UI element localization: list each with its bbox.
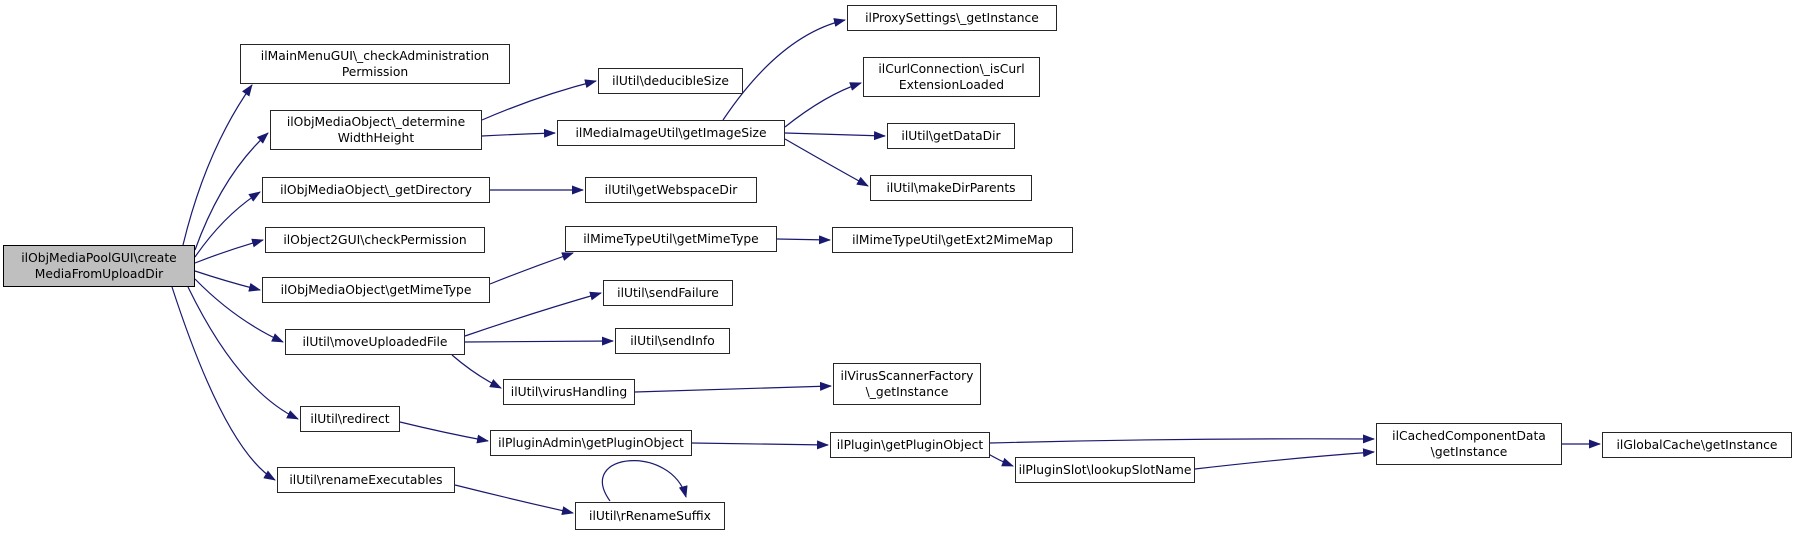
node-label: ilCachedComponentData — [1392, 429, 1546, 443]
node-rename-executables[interactable]: ilUtil\renameExecutables — [277, 467, 455, 493]
edge-get-image-size--is-curl-extension-loaded — [784, 82, 862, 128]
edge-obj-get-mime-type--util-get-mime-type — [489, 252, 574, 285]
node-label: ilMediaImageUtil\getImageSize — [575, 126, 767, 140]
edge-get-image-size--proxy-settings-get-instance — [722, 18, 846, 121]
edge-create-media-from-upload-dir--move-uploaded-file — [194, 278, 284, 343]
node-label: ilGlobalCache\getInstance — [1616, 438, 1778, 452]
edge-move-uploaded-file--send-failure — [464, 291, 602, 337]
node-label: ilObjMediaObject\getMimeType — [280, 283, 472, 297]
node-label: \_getInstance — [865, 385, 949, 399]
edge-create-media-from-upload-dir--determine-width-height — [194, 132, 269, 251]
node-label: ilObjMediaObject\_determine — [286, 115, 466, 129]
edge-lookup-slot-name--cached-component-data-get-instance — [1194, 448, 1375, 470]
node-label: ilPluginAdmin\getPluginObject — [498, 436, 684, 450]
node-deducible-size[interactable]: ilUtil\deducibleSize — [598, 68, 743, 94]
node-global-cache-get-instance[interactable]: ilGlobalCache\getInstance — [1602, 432, 1792, 458]
node-get-image-size[interactable]: ilMediaImageUtil\getImageSize — [557, 120, 785, 146]
node-label: ilMimeTypeUtil\getExt2MimeMap — [852, 233, 1053, 247]
node-label: ilPlugin\getPluginObject — [836, 438, 984, 452]
node-redirect[interactable]: ilUtil\redirect — [300, 406, 400, 432]
node-send-info[interactable]: ilUtil\sendInfo — [615, 328, 730, 354]
node-label: ilObject2GUI\checkPermission — [283, 233, 467, 247]
node-label: ilUtil\getDataDir — [901, 129, 1001, 143]
edge-redirect--plugin-admin-get-plugin-object — [399, 421, 489, 444]
node-label: ilUtil\sendFailure — [617, 286, 719, 300]
node-label: ilObjMediaPoolGUI\create — [21, 251, 177, 265]
node-get-directory[interactable]: ilObjMediaObject\_getDirectory — [262, 177, 490, 203]
node-obj-get-mime-type[interactable]: ilObjMediaObject\getMimeType — [262, 277, 490, 303]
node-get-data-dir[interactable]: ilUtil\getDataDir — [887, 123, 1015, 149]
edge-util-get-mime-type--get-ext2-mime-map — [776, 235, 831, 245]
node-label: ilUtil\deducibleSize — [612, 74, 729, 88]
node-virus-handling[interactable]: ilUtil\virusHandling — [503, 379, 635, 405]
node-label: ilUtil\virusHandling — [510, 385, 628, 399]
node-get-ext2-mime-map[interactable]: ilMimeTypeUtil\getExt2MimeMap — [832, 227, 1073, 253]
edge-move-uploaded-file--virus-handling — [451, 354, 502, 389]
node-virus-scanner-factory-get-instance[interactable]: ilVirusScannerFactory \_getInstance — [833, 363, 981, 405]
edge-get-image-size--make-dir-parents — [784, 138, 869, 187]
edge-create-media-from-upload-dir--obj-get-mime-type — [194, 270, 261, 292]
edge-create-media-from-upload-dir--check-administration-permission — [182, 84, 253, 246]
edge-determine-width-height--deducible-size — [481, 79, 597, 121]
node-label: ilMainMenuGUI\_checkAdministration — [260, 49, 490, 63]
node-label: ilUtil\sendInfo — [630, 334, 715, 348]
edge-plugin-get-plugin-object--cached-component-data-get-instance — [989, 434, 1375, 444]
node-get-webspace-dir[interactable]: ilUtil\getWebspaceDir — [585, 177, 757, 203]
node-label: ilMimeTypeUtil\getMimeType — [583, 232, 759, 246]
edge-plugin-admin-get-plugin-object--plugin-get-plugin-object — [691, 440, 829, 450]
node-label: WidthHeight — [337, 131, 415, 145]
node-label: ExtensionLoaded — [898, 78, 1005, 92]
node-label: ilUtil\renameExecutables — [289, 473, 443, 487]
node-util-get-mime-type[interactable]: ilMimeTypeUtil\getMimeType — [565, 226, 777, 252]
node-make-dir-parents[interactable]: ilUtil\makeDirParents — [870, 175, 1032, 201]
node-label: ilCurlConnection\_isCurl — [878, 62, 1025, 76]
edge-create-media-from-upload-dir--redirect — [187, 286, 299, 420]
node-check-permission[interactable]: ilObject2GUI\checkPermission — [265, 227, 485, 253]
node-label: ilUtil\moveUploadedFile — [302, 335, 448, 349]
node-label: ilUtil\rRenameSuffix — [589, 509, 711, 523]
node-r-rename-suffix[interactable]: ilUtil\rRenameSuffix — [575, 502, 725, 530]
node-plugin-admin-get-plugin-object[interactable]: ilPluginAdmin\getPluginObject — [490, 430, 692, 456]
node-proxy-settings-get-instance[interactable]: ilProxySettings\_getInstance — [847, 5, 1057, 31]
node-label: ilUtil\redirect — [310, 412, 390, 426]
node-label: ilObjMediaObject\_getDirectory — [280, 183, 472, 197]
node-label: ilPluginSlot\lookupSlotName — [1018, 463, 1192, 477]
node-move-uploaded-file[interactable]: ilUtil\moveUploadedFile — [285, 329, 465, 355]
edge-r-rename-suffix--r-rename-suffix — [601, 460, 688, 502]
edge-get-image-size--get-data-dir — [784, 131, 886, 141]
node-send-failure[interactable]: ilUtil\sendFailure — [603, 280, 733, 306]
node-label: ilProxySettings\_getInstance — [865, 11, 1039, 25]
node-label: \getInstance — [1430, 445, 1508, 459]
edge-create-media-from-upload-dir--rename-executables — [171, 286, 276, 481]
node-cached-component-data-get-instance[interactable]: ilCachedComponentData \getInstance — [1376, 423, 1562, 465]
node-label: Permission — [341, 65, 409, 79]
edge-virus-handling--virus-scanner-factory-get-instance — [634, 381, 832, 393]
edge-determine-width-height--get-image-size — [481, 128, 556, 138]
node-label: ilUtil\makeDirParents — [886, 181, 1016, 195]
node-lookup-slot-name[interactable]: ilPluginSlot\lookupSlotName — [1015, 457, 1195, 483]
node-label: ilUtil\getWebspaceDir — [604, 183, 738, 197]
node-plugin-get-plugin-object[interactable]: ilPlugin\getPluginObject — [830, 432, 990, 458]
edge-create-media-from-upload-dir--get-directory — [194, 191, 261, 258]
edge-rename-executables--r-rename-suffix — [454, 484, 574, 515]
edge-create-media-from-upload-dir--check-permission — [194, 238, 264, 264]
node-label: MediaFromUploadDir — [34, 267, 164, 281]
node-label: ilVirusScannerFactory — [840, 369, 974, 383]
edge-move-uploaded-file--send-info — [464, 336, 614, 346]
